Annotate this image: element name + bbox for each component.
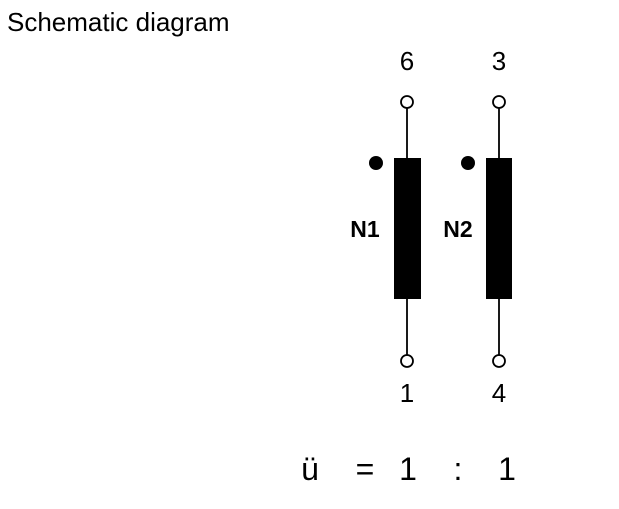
pin-label-4: 4 xyxy=(492,378,506,408)
pin-label-6: 6 xyxy=(400,46,414,76)
terminal-pin-6[interactable] xyxy=(400,95,414,109)
terminal-pin-4[interactable] xyxy=(492,354,506,368)
ratio-separator: : xyxy=(454,451,463,487)
ratio-left-value: 1 xyxy=(399,451,417,487)
polarity-dot-n2 xyxy=(461,156,475,170)
winding-n2: 3 N2 4 xyxy=(443,46,512,408)
diagram-title: Schematic diagram xyxy=(7,7,230,37)
winding-n1: 6 N1 1 xyxy=(350,46,421,408)
winding-label-n1: N1 xyxy=(350,216,380,242)
ratio-right-value: 1 xyxy=(498,451,516,487)
terminal-pin-1[interactable] xyxy=(400,354,414,368)
ratio-symbol: ü xyxy=(301,451,319,487)
pin-label-3: 3 xyxy=(492,46,506,76)
coil-n2 xyxy=(486,158,512,299)
winding-label-n2: N2 xyxy=(443,216,472,242)
turns-ratio: ü = 1 : 1 xyxy=(301,451,516,487)
polarity-dot-n1 xyxy=(369,156,383,170)
terminal-pin-3[interactable] xyxy=(492,95,506,109)
ratio-equals: = xyxy=(356,451,375,487)
pin-label-1: 1 xyxy=(400,378,414,408)
coil-n1 xyxy=(394,158,421,299)
